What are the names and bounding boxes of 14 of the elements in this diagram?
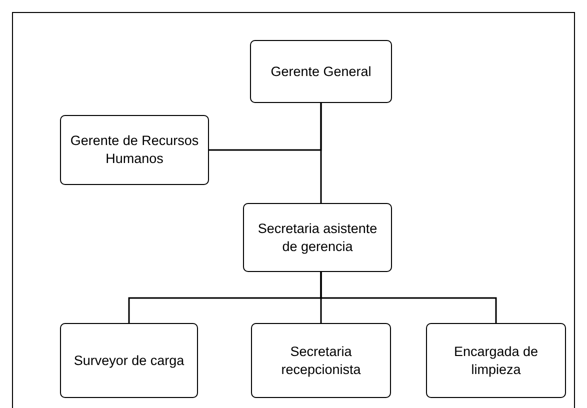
position-title: Secretaria asistente de gerencia xyxy=(256,220,378,256)
connector-line xyxy=(209,103,322,151)
position-box xyxy=(251,323,391,398)
position-title: Encargada de limpieza xyxy=(452,342,540,378)
connector-line xyxy=(320,272,497,323)
position-box xyxy=(60,115,209,185)
position-title: Gerente de Recursos Humanos xyxy=(69,132,200,168)
position-box xyxy=(243,203,392,272)
position-title: Surveyor de carga xyxy=(74,352,184,370)
position-box xyxy=(426,323,566,398)
position-box xyxy=(60,323,198,398)
position-title: Secretaria recepcionista xyxy=(280,342,362,378)
position-box xyxy=(250,40,392,103)
position-title: Gerente General xyxy=(270,62,372,80)
